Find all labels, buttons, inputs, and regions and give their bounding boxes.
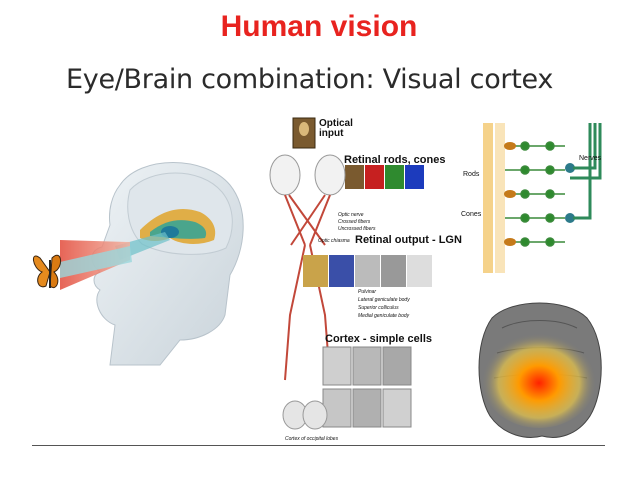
- cones-label: Cones: [461, 211, 482, 218]
- cortex-occipital-label: Cortex of occipital lobes: [285, 436, 339, 442]
- head-eye-illustration: [33, 162, 244, 366]
- superior-colliculus-label: Superior colliculus: [358, 305, 399, 311]
- butterfly-icon: [33, 254, 61, 288]
- pulvinar-label: Pulvinar: [358, 289, 377, 295]
- cortex-simple-cells-label: Cortex - simple cells: [325, 333, 432, 345]
- uncrossed-fibers-label: Uncrossed fibers: [338, 226, 376, 232]
- rods-label: Rods: [463, 171, 480, 178]
- optical-input-label-2: input: [319, 128, 344, 139]
- bottom-divider: [32, 445, 605, 446]
- retinal-rods-cones-label: Retinal rods, cones: [344, 154, 446, 166]
- brain-scan-image: [478, 302, 602, 438]
- slide-title: Human vision: [220, 10, 418, 43]
- nerves-label: Nerves: [579, 155, 602, 162]
- slide-subtitle: Eye/Brain combination: Visual cortex: [66, 64, 554, 95]
- optical-pathway-diagram: [269, 117, 432, 430]
- optic-nerve-label: Optic nerve: [338, 212, 364, 218]
- medial-geniculate-label: Medial geniculate body: [358, 313, 410, 319]
- lateral-geniculate-label: Lateral geniculate body: [358, 297, 410, 303]
- retina-cells-diagram: [483, 123, 602, 273]
- retinal-output-label: Retinal output - LGN: [355, 234, 462, 246]
- optic-chiasma-label: Optic chiasma: [318, 238, 350, 244]
- crossed-fibers-label: Crossed fibers: [338, 219, 371, 225]
- optical-input-label: Optical: [319, 118, 353, 129]
